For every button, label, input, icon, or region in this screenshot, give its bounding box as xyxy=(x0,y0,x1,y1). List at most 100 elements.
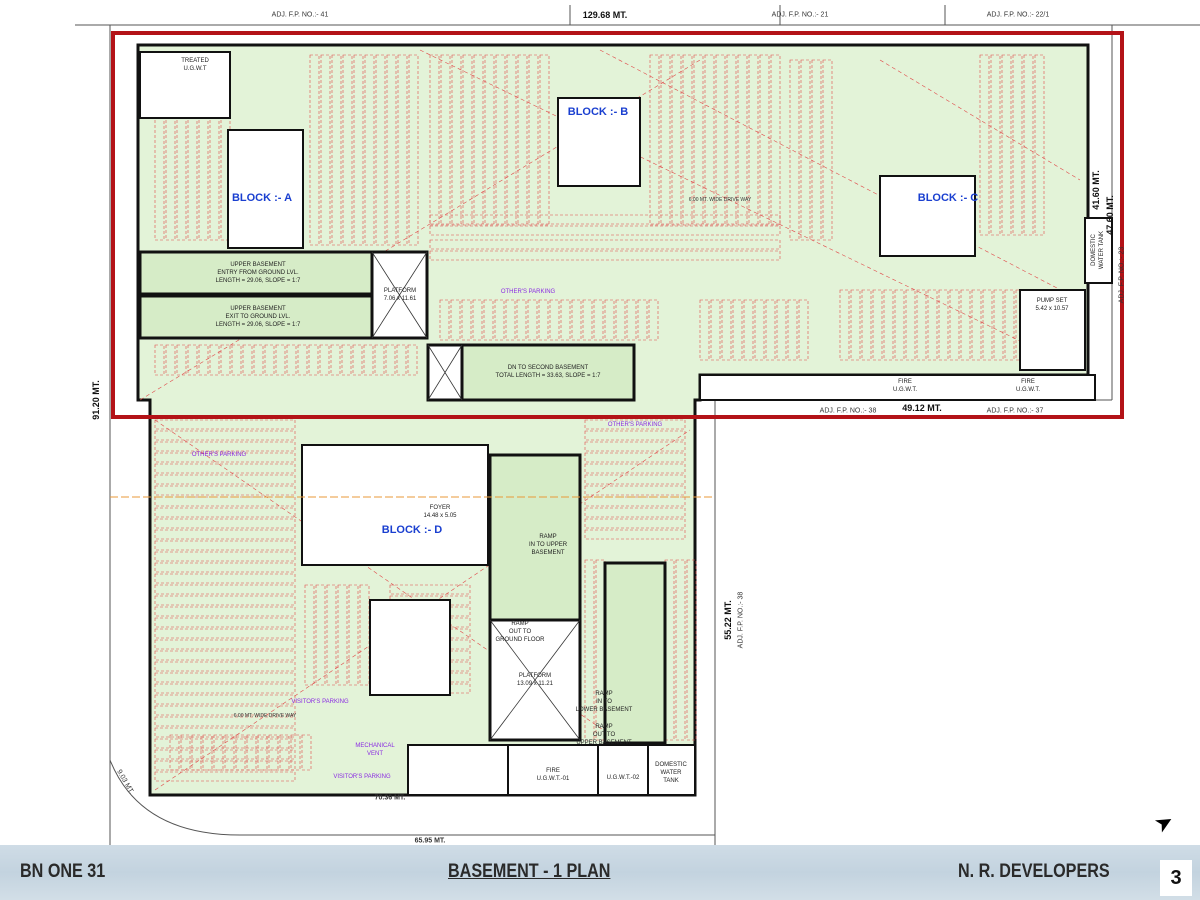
parking-bay xyxy=(1034,54,1045,236)
parking-bay xyxy=(154,562,296,573)
ramp-out-to-upper-basement: RAMP OUT TO UPPER BASEMENT xyxy=(576,724,632,746)
parking-bay xyxy=(279,734,290,771)
parking-bay xyxy=(484,54,495,226)
parking-bay xyxy=(242,344,253,376)
parking-bay xyxy=(429,54,440,226)
parking-bay xyxy=(154,771,296,782)
parking-bay xyxy=(154,485,296,496)
parking-bay xyxy=(715,54,726,226)
parking-bay xyxy=(648,299,659,341)
parking-bay xyxy=(301,734,312,771)
parking-bay xyxy=(461,299,472,341)
block-d-label: BLOCK :- D xyxy=(381,524,443,536)
upper-basement-entry-ramp: UPPER BASEMENT ENTRY FROM GROUND LVL. LE… xyxy=(215,262,301,284)
foyer-d: FOYER 14.48 x 5.05 xyxy=(423,505,457,519)
parking-bay xyxy=(905,289,916,361)
parking-bay xyxy=(154,441,296,452)
parking-bay xyxy=(290,734,301,771)
parking-bay xyxy=(726,54,737,226)
parking-bay xyxy=(506,54,517,226)
parking-bay xyxy=(990,54,1001,236)
parking-bay xyxy=(770,54,781,226)
parking-bay xyxy=(253,344,264,376)
parking-bay xyxy=(693,54,704,226)
right-length-dimension: 47.60 MT. xyxy=(1105,195,1115,235)
parking-bay xyxy=(326,584,337,686)
parking-bay xyxy=(154,452,296,463)
parking-bay xyxy=(473,54,484,226)
parking-bay xyxy=(154,672,296,683)
parking-bay xyxy=(154,661,296,672)
parking-bay xyxy=(154,507,296,518)
parking-bay xyxy=(949,289,960,361)
parking-bay xyxy=(191,734,202,771)
parking-bay xyxy=(275,344,286,376)
parking-bay xyxy=(1001,54,1012,236)
parking-bay xyxy=(304,584,315,686)
page-title: BASEMENT - 1 PLAN xyxy=(448,861,611,882)
parking-bay xyxy=(982,289,993,361)
parking-bay xyxy=(169,734,180,771)
parking-bay xyxy=(209,59,220,241)
parking-bay xyxy=(374,344,385,376)
parking-bay xyxy=(710,299,721,361)
parking-bay xyxy=(429,214,781,225)
parking-bay xyxy=(165,344,176,376)
parking-bay xyxy=(429,239,781,250)
parking-bay xyxy=(584,452,686,463)
parking-bay xyxy=(584,485,686,496)
basement-1-highlight-frame xyxy=(111,31,1124,419)
fire-ugwt-room: FIRE U.G.W.T. xyxy=(893,379,917,393)
parking-bay xyxy=(584,419,686,430)
parking-bay xyxy=(737,54,748,226)
ramp-out-to-ground-floor: RAMP OUT TO GROUND FLOOR xyxy=(495,621,545,643)
parking-bay xyxy=(494,299,505,341)
parking-bay xyxy=(268,734,279,771)
parking-bay xyxy=(699,299,710,361)
parking-bay xyxy=(649,54,660,226)
parking-bay xyxy=(308,344,319,376)
others-parking-label: OTHER'S PARKING xyxy=(500,289,556,295)
parking-bay xyxy=(894,289,905,361)
parking-bay xyxy=(348,584,359,686)
parking-bay xyxy=(584,441,686,452)
parking-bay xyxy=(154,617,296,628)
parking-bay xyxy=(682,54,693,226)
basement-plan-drawing xyxy=(75,5,1200,845)
project-name: BN ONE 31 xyxy=(20,861,106,882)
parking-bay xyxy=(789,59,800,241)
parking-bay xyxy=(604,299,615,341)
parking-bay xyxy=(154,551,296,562)
others-parking-label: OTHER'S PARKING xyxy=(607,422,663,428)
parking-bay xyxy=(429,250,781,261)
right-inner-length-dimension: 41.60 MT. xyxy=(1091,170,1101,210)
parking-bay xyxy=(209,344,220,376)
mechanical-vent: MECHANICAL VENT xyxy=(355,743,395,757)
parking-bay xyxy=(872,289,883,361)
ramp-into-lower-basement: RAMP IN TO LOWER BASEMENT xyxy=(575,691,633,713)
parking-bay xyxy=(584,507,686,518)
adjacent-plot-label: ADJ. F.P. NO.:- 38 xyxy=(819,407,877,415)
parking-bay xyxy=(154,694,296,705)
parking-bay xyxy=(1023,54,1034,236)
parking-bay xyxy=(883,289,894,361)
parking-bay xyxy=(180,734,191,771)
parking-bay xyxy=(528,54,539,226)
parking-bay xyxy=(352,344,363,376)
parking-bay xyxy=(787,299,798,361)
parking-bay xyxy=(154,595,296,606)
block-b-label: BLOCK :- B xyxy=(567,106,629,118)
parking-bay xyxy=(637,299,648,341)
parking-bay xyxy=(584,559,595,741)
parking-bay xyxy=(584,529,686,540)
parking-bay xyxy=(231,344,242,376)
block-c-label: BLOCK :- C xyxy=(917,192,979,204)
parking-bay xyxy=(960,289,971,361)
parking-bay xyxy=(202,734,213,771)
footer-bar: BN ONE 31 BASEMENT - 1 PLAN N. R. DEVELO… xyxy=(0,845,1200,900)
parking-bay xyxy=(721,299,732,361)
parking-bay xyxy=(363,344,374,376)
parking-bay xyxy=(800,59,811,241)
parking-bay xyxy=(1004,289,1015,361)
parking-bay xyxy=(309,54,320,246)
